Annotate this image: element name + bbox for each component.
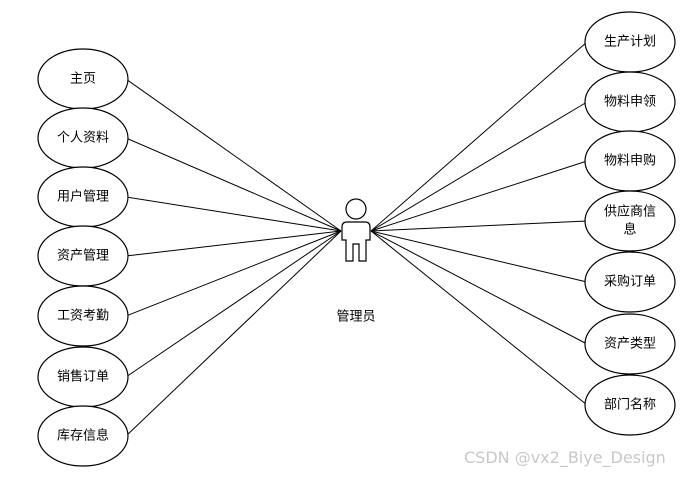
association-line [370, 230, 588, 283]
actor-head [345, 198, 367, 220]
actor-body [341, 221, 371, 262]
right-use-case: 生产计划 [584, 11, 676, 73]
association-line [370, 101, 588, 232]
left-use-case: 库存信息 [37, 405, 129, 467]
association-line [370, 230, 588, 406]
right-use-case: 物料申领 [584, 71, 676, 133]
actor: 管理员 [336, 198, 376, 325]
use-case-ellipse [37, 405, 129, 467]
right-use-case: 部门名称 [584, 374, 676, 436]
use-case-label: 物料申领 [604, 95, 656, 110]
use-case-ellipse [584, 190, 676, 252]
association-line [370, 230, 588, 345]
association-line [370, 220, 588, 232]
use-case-label: 工资考勤 [57, 309, 109, 324]
watermark: CSDN @vx2_Biye_Design [464, 448, 666, 467]
use-case-label: 供应商信 [604, 204, 656, 220]
association-line [125, 230, 342, 257]
association-lines [125, 41, 588, 437]
association-line [125, 230, 342, 378]
right-use-case: 资产类型 [584, 313, 676, 375]
use-case-ellipse [584, 251, 676, 313]
left-use-case: 资产管理 [37, 225, 129, 287]
use-case-label: 息 [623, 222, 636, 238]
right-use-case: 采购订单 [584, 251, 676, 313]
use-case-label: 用户管理 [57, 189, 109, 205]
association-line [125, 196, 342, 232]
use-case-label: 个人资料 [57, 131, 109, 146]
association-line [370, 41, 588, 232]
use-case-label: 采购订单 [604, 274, 656, 290]
use-case-label: 销售订单 [57, 369, 109, 385]
left-use-case: 主页 [37, 48, 129, 110]
use-case-label: 库存信息 [57, 428, 109, 444]
right-use-case: 物料申购 [584, 130, 676, 192]
left-use-case: 个人资料 [37, 107, 129, 169]
association-line [125, 230, 342, 317]
left-use-case: 销售订单 [37, 346, 129, 408]
left-use-case: 用户管理 [37, 166, 129, 228]
use-case-label: 部门名称 [604, 397, 656, 413]
use-case-label: 物料申购 [604, 153, 656, 169]
left-use-case: 工资考勤 [37, 285, 129, 347]
use-case-label: 生产计划 [604, 35, 656, 50]
association-line [125, 78, 342, 232]
association-line [125, 230, 342, 437]
use-case-label: 主页 [70, 72, 96, 87]
use-case-ellipse [37, 285, 129, 347]
use-case-ellipse [584, 313, 676, 375]
actor-label: 管理员 [336, 310, 375, 325]
association-line [125, 137, 342, 232]
association-line [370, 160, 588, 232]
use-case-label: 资产管理 [57, 249, 109, 264]
use-case-ellipse [584, 374, 676, 436]
use-case-label: 资产类型 [604, 337, 656, 352]
